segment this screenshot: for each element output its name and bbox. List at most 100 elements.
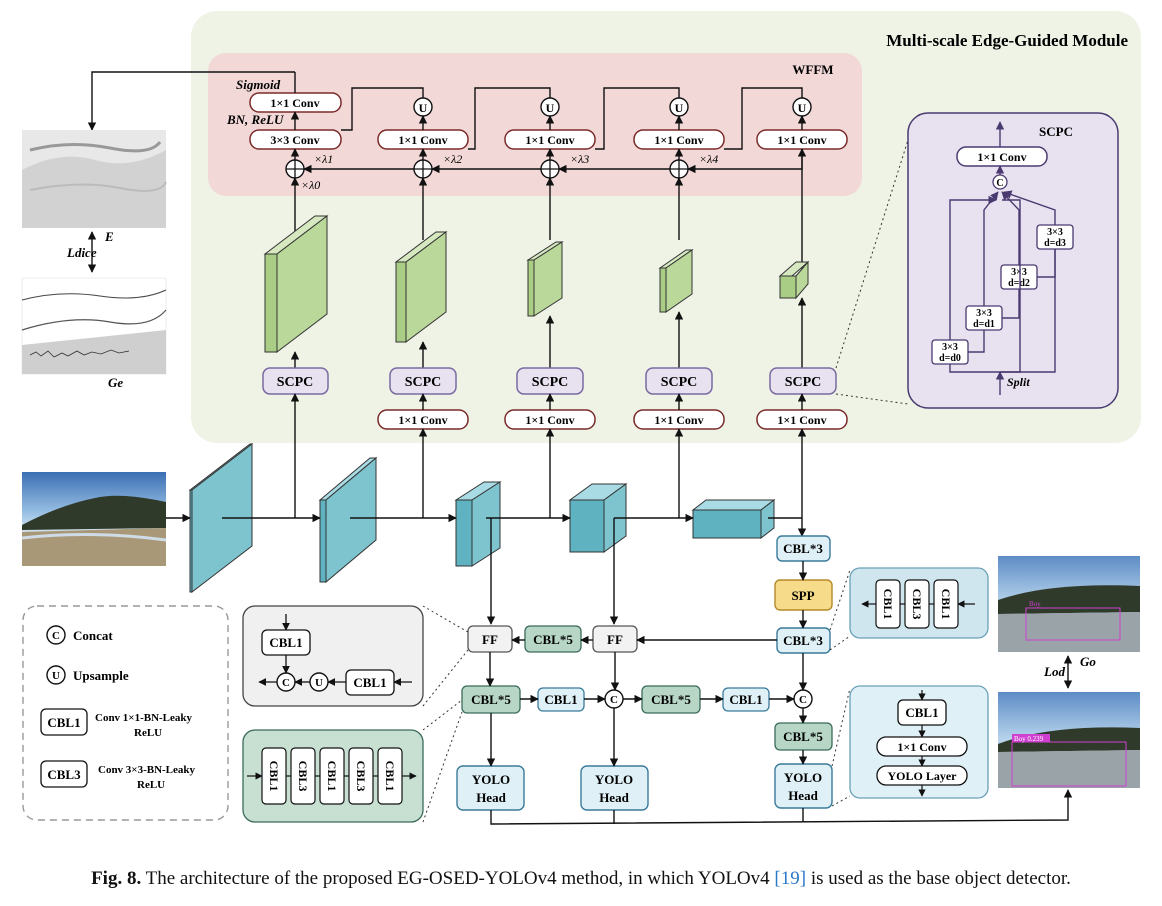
wffm-conv-3-label: 1×1 Conv: [525, 133, 574, 147]
cbl5-detail-label-5: CBL1: [383, 761, 397, 792]
legend-upsample-label: Upsample: [73, 668, 129, 683]
edge-gt-label: Ge: [108, 375, 123, 390]
upsample-symbol-4: U: [798, 101, 807, 115]
legend-upsample-symbol: U: [52, 670, 60, 682]
od-gt-label: Go: [1080, 654, 1096, 669]
lambda1-label: ×λ1: [314, 152, 333, 166]
d0-bottom: d=d0: [939, 353, 961, 364]
legend-cbl1-box: [40, 708, 88, 736]
wffm-conv3x3-label: 3×3 Conv: [270, 133, 319, 147]
cbl5-detail-label-4: CBL3: [354, 761, 368, 792]
caption-label: Fig. 8.: [91, 868, 142, 889]
cbl1-label-2: CBL1: [729, 692, 762, 707]
scpc-label-4: SCPC: [661, 375, 698, 390]
spp-label: SPP: [791, 588, 814, 603]
neck-conv-5-label: 1×1 Conv: [777, 413, 826, 427]
legend-concat-icon: [46, 625, 66, 645]
wffm-conv-5-label: 1×1 Conv: [777, 133, 826, 147]
upsample-symbol-1: U: [419, 101, 428, 115]
module-title: Multi-scale Edge-Guided Module: [886, 31, 1128, 50]
ff-detail-concat-symbol: C: [282, 677, 290, 689]
gt-box: [1025, 607, 1121, 641]
d0-top: 3×3: [942, 342, 958, 353]
caption-citation[interactable]: [19]: [774, 868, 807, 889]
cbl5-mid-label: CBL*5: [533, 632, 573, 647]
cbl5-detail-label-3: CBL1: [325, 761, 339, 792]
cbl3-detail-label-3: CBL1: [939, 589, 953, 620]
neck-conv-3-label: 1×1 Conv: [525, 413, 574, 427]
wffm-conv-2-label: 1×1 Conv: [398, 133, 447, 147]
yolo-head-1-line2: Head: [476, 790, 506, 805]
cbl5-center-label: CBL*5: [651, 692, 691, 707]
d1-top: 3×3: [976, 308, 992, 319]
pred-box: [1011, 741, 1127, 787]
cbl3-top-label: CBL*3: [783, 541, 823, 556]
legend-cbl3-desc-1: Conv 3×3-BN-Leaky: [98, 764, 196, 776]
cbl5-detail-label-1: CBL1: [267, 761, 281, 792]
feature-map-2: [405, 231, 447, 343]
concat-symbol-2: C: [799, 694, 807, 706]
cbl1-label-1: CBL1: [544, 692, 577, 707]
gt-box-label: Boy: [1029, 600, 1041, 608]
ff-label-1: FF: [482, 632, 498, 647]
od-loss-label: Lod: [1043, 664, 1065, 679]
legend-concat-symbol: C: [52, 630, 60, 642]
ff-label-2: FF: [607, 632, 623, 647]
feature-map-1: [276, 214, 328, 354]
yolo-head-2-line1: YOLO: [595, 772, 633, 787]
cbl3-detail-label-1: CBL1: [881, 589, 895, 620]
neck-conv-4-label: 1×1 Conv: [654, 413, 703, 427]
concat-symbol-1: C: [610, 694, 618, 706]
scpc-detail-panel: [907, 112, 1119, 409]
figure-caption: Fig. 8. The architecture of the proposed…: [0, 868, 1162, 890]
feature-map-4: [665, 249, 693, 313]
yolo-head-1-line1: YOLO: [472, 772, 510, 787]
legend-cbl1-label: CBL1: [47, 715, 80, 730]
wffm-conv-4-label: 1×1 Conv: [654, 133, 703, 147]
wffm-title: WFFM: [792, 62, 833, 77]
d3-top: 3×3: [1047, 227, 1063, 238]
scpc-label-2: SCPC: [405, 375, 442, 390]
pred-box-label: Boy 0.239: [1014, 735, 1044, 743]
lambda2-label: ×λ2: [443, 152, 462, 166]
sigmoid-label: Sigmoid: [236, 77, 281, 92]
wffm-conv1x1-top-label: 1×1 Conv: [270, 96, 319, 110]
backbone-stage-3: [471, 481, 501, 567]
d2-bottom: d=d2: [1008, 278, 1030, 289]
scpc-detail-title: SCPC: [1039, 124, 1073, 139]
scpc-label-3: SCPC: [532, 375, 569, 390]
caption-text-after: is used as the base object detector.: [806, 868, 1071, 889]
cbl3-bottom-label: CBL*3: [783, 633, 823, 648]
edge-pred-label: E: [104, 229, 114, 244]
ff-detail-panel: [242, 605, 424, 707]
legend-upsample-icon: [46, 665, 66, 685]
d2-top: 3×3: [1011, 267, 1027, 278]
wffm-panel: [208, 53, 862, 196]
legend-cbl3-desc-2: ReLU: [137, 779, 165, 791]
legend-cbl3-box: [40, 760, 88, 788]
ff-detail-cbl1-top-label: CBL1: [269, 635, 302, 650]
cbl5-detail-label-2: CBL3: [296, 761, 310, 792]
scpc-label-5: SCPC: [785, 375, 822, 390]
ff-detail-upsample-symbol: U: [315, 677, 323, 689]
scpc-split-label: Split: [1007, 375, 1030, 389]
dice-loss-label: Ldice: [66, 245, 97, 260]
legend-concat-label: Concat: [73, 628, 113, 643]
scpc-label-1: SCPC: [277, 375, 314, 390]
ff-detail-cbl1-right-label: CBL1: [353, 675, 386, 690]
lambda4-label: ×λ4: [699, 152, 718, 166]
backbone-stage-2: [325, 456, 377, 584]
d3-bottom: d=d3: [1044, 238, 1066, 249]
lambda0-label: ×λ0: [301, 178, 320, 192]
cbl5-left-label: CBL*5: [471, 692, 511, 707]
yolo-head-3-line1: YOLO: [784, 770, 822, 785]
neck-conv-2-label: 1×1 Conv: [398, 413, 447, 427]
upsample-symbol-3: U: [675, 101, 684, 115]
d1-bottom: d=d1: [973, 319, 995, 330]
yolo-head-3-line2: Head: [788, 788, 818, 803]
yolo-head-2-line2: Head: [599, 790, 629, 805]
bn-relu-label: BN, ReLU: [226, 112, 284, 127]
caption-text-before: The architecture of the proposed EG-OSED…: [141, 868, 775, 889]
yolo-detail-cbl1-label: CBL1: [905, 705, 938, 720]
lambda3-label: ×λ3: [570, 152, 589, 166]
